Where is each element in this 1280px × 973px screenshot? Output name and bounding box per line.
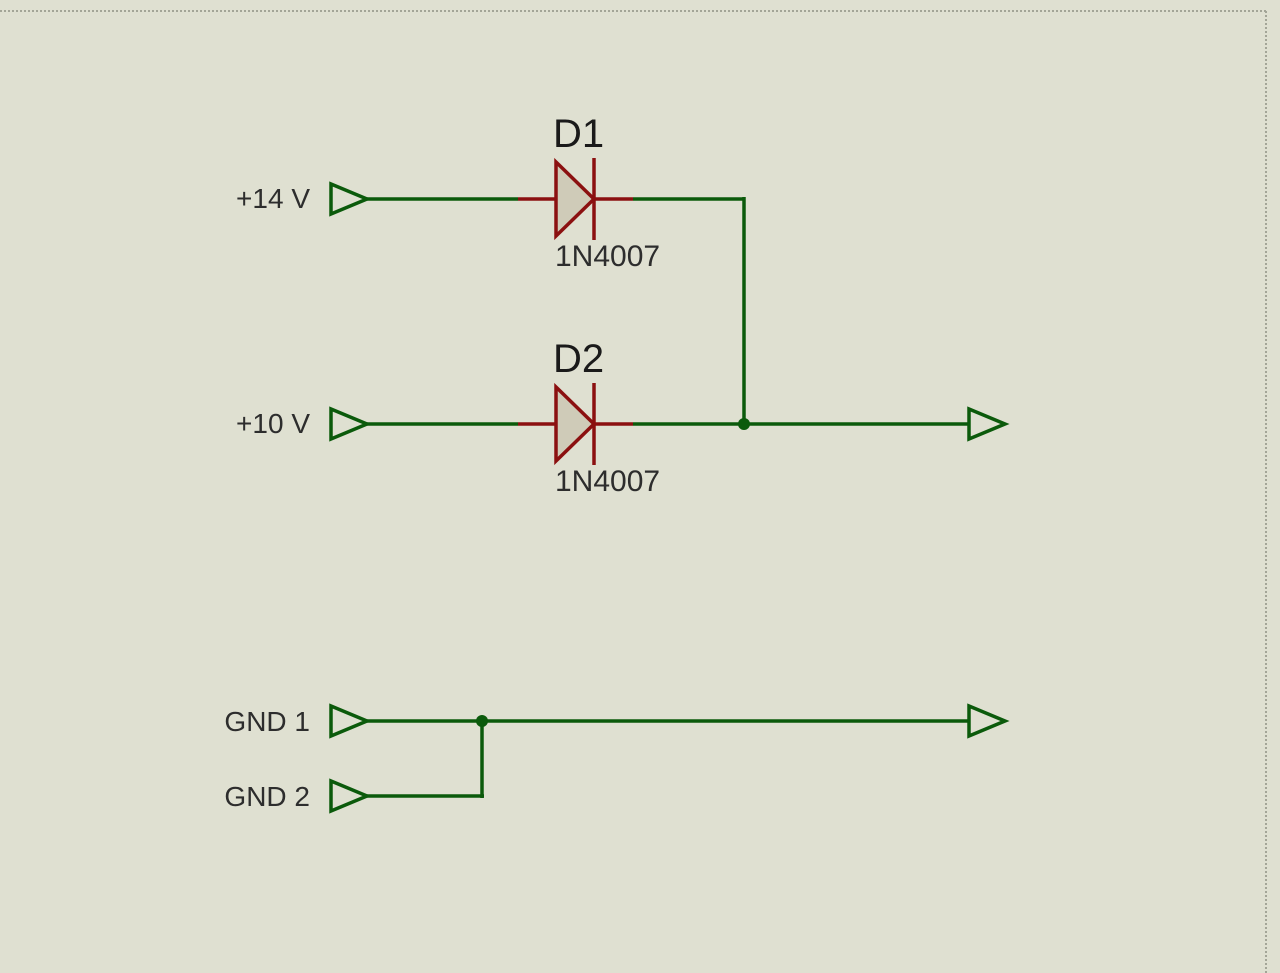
component-value-d1: 1N4007: [555, 240, 660, 273]
input-terminal-icon[interactable]: [329, 778, 372, 814]
component-ref-d2: D2: [553, 337, 604, 381]
input-terminal-icon[interactable]: [329, 703, 372, 739]
junction-dot-power: [738, 418, 750, 430]
terminal-label-plus10: +10 V: [236, 408, 310, 439]
component-ref-d1: D1: [553, 112, 604, 156]
terminal-label-plus14: +14 V: [236, 183, 310, 214]
component-value-d2: 1N4007: [555, 465, 660, 498]
terminal-label-gnd2: GND 2: [224, 781, 310, 812]
sheet-border: [0, 10, 1267, 973]
terminal-label-gnd1: GND 1: [224, 706, 310, 737]
diode-icon[interactable]: [518, 382, 633, 466]
input-terminal-icon[interactable]: [329, 181, 372, 217]
input-terminal-icon[interactable]: [329, 406, 372, 442]
output-terminal-icon[interactable]: [967, 703, 1010, 739]
output-terminal-icon[interactable]: [967, 406, 1010, 442]
diode-icon[interactable]: [518, 157, 633, 241]
